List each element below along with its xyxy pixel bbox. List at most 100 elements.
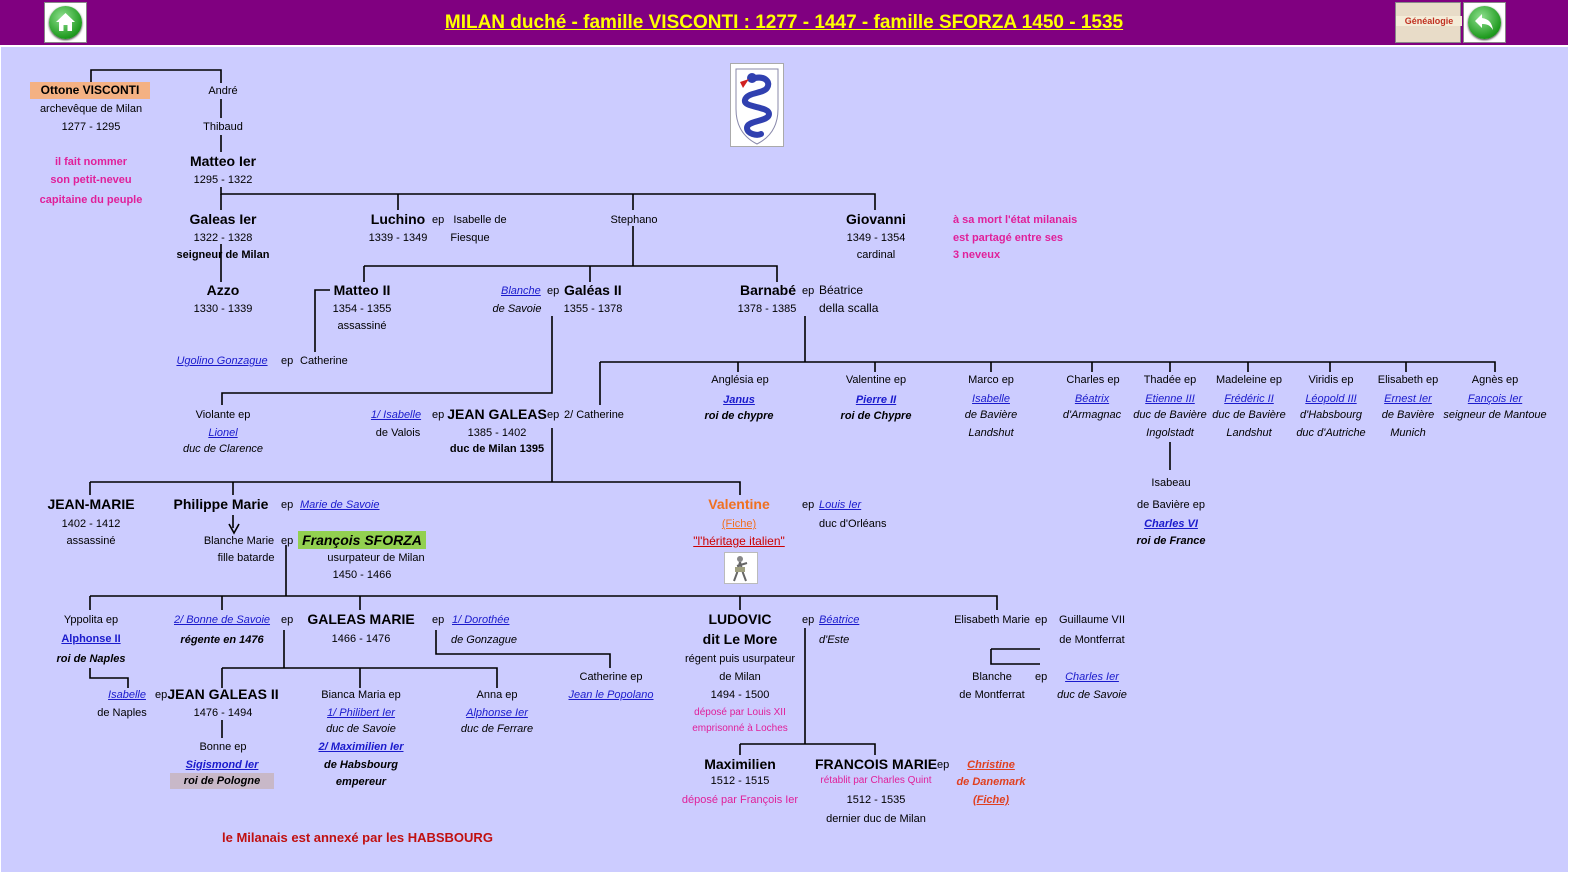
matteo2-title: assassiné	[337, 320, 387, 332]
ugolino-link[interactable]: Ugolino Gonzague	[176, 355, 268, 367]
stephano: Stephano	[610, 214, 658, 226]
yppolita-l3: roi de Naples	[56, 653, 126, 665]
jean-galeas-spouse2: 2/ Catherine	[564, 409, 624, 421]
sigismond-link[interactable]: Sigismond Ier	[185, 759, 259, 771]
valentine-ep: ep	[802, 499, 815, 511]
jean-galeas2-dates: 1476 - 1494	[193, 707, 253, 719]
jean-galeas-dates: 1385 - 1402	[467, 427, 527, 439]
child3-l1: Marco ep	[968, 374, 1014, 386]
jean-marie-dates: 1402 - 1412	[61, 518, 121, 530]
child5-l2[interactable]: Etienne III	[1145, 393, 1195, 405]
galeas2-dates: 1355 - 1378	[563, 303, 623, 315]
knight-figure-image	[724, 552, 758, 584]
lionel-link[interactable]: Lionel	[208, 427, 238, 439]
maximilien-dates: 1512 - 1515	[710, 775, 770, 787]
back-arrow-icon	[1475, 14, 1493, 30]
marie-savoie-link[interactable]: Marie de Savoie	[300, 499, 380, 511]
child1-l2[interactable]: Janus	[723, 394, 755, 406]
back-button[interactable]	[1463, 2, 1506, 43]
valentine-name: Valentine	[708, 496, 770, 512]
catherine-l1: Catherine ep	[579, 671, 643, 683]
child7-l2[interactable]: Léopold III	[1305, 393, 1357, 405]
ludovic-note-2: emprisonné à Loches	[692, 723, 788, 734]
blanche-marie-l2: fille batarde	[217, 552, 275, 564]
child9-l2[interactable]: Fançois Ier	[1467, 393, 1523, 405]
ottone-name: Ottone VISCONTI	[30, 82, 150, 99]
blanche-montferrat-ep: ep	[1035, 671, 1048, 683]
alphonse1-link[interactable]: Alphonse Ier	[466, 707, 528, 719]
violante-l3: duc de Clarence	[182, 443, 264, 455]
christine-fiche-link[interactable]: (Fiche)	[972, 794, 1010, 806]
jean-marie-title: assassiné	[66, 535, 116, 547]
valentine-spouse2: duc d'Orléans	[819, 518, 887, 530]
beatrice-este-link[interactable]: Béatrice	[819, 614, 860, 626]
blanche-savoie-2: de Savoie	[492, 303, 542, 315]
home-icon	[56, 13, 75, 31]
child2-l2[interactable]: Pierre II	[855, 394, 897, 406]
child8-l2[interactable]: Ernest Ier	[1384, 393, 1432, 405]
elisabeth-marie-ep: ep	[1035, 614, 1048, 626]
heritage-italien-link[interactable]: "l'héritage italien"	[693, 534, 785, 548]
note-giovanni-1: à sa mort l'état milanais	[953, 214, 1078, 226]
azzo-dates: 1330 - 1339	[193, 303, 253, 315]
child3-l2[interactable]: Isabelle	[972, 393, 1010, 405]
child9-l1: Agnès ep	[1471, 374, 1519, 386]
isabelle-naples-link[interactable]: Isabelle	[108, 689, 146, 701]
barnabe-dates: 1378 - 1385	[737, 303, 797, 315]
isabelle-valois-link[interactable]: 1/ Isabelle	[370, 409, 422, 421]
christine-link[interactable]: Christine	[967, 759, 1015, 771]
galeas2-name: Galéas II	[564, 282, 622, 298]
ugolino-spouse: Catherine	[300, 355, 348, 367]
genealogy-panel	[1, 47, 1568, 872]
isabelle-naples-2: de Naples	[97, 707, 147, 719]
genealogie-button[interactable]: Généalogie	[1395, 2, 1462, 43]
charles1-link[interactable]: Charles Ier	[1065, 671, 1119, 683]
yppolita-l1: Yppolita ep	[63, 614, 119, 626]
bianca-maria-l1: Bianca Maria ep	[321, 689, 401, 701]
ottone-title: archevêque de Milan	[39, 103, 143, 115]
charles1-2: duc de Savoie	[1057, 689, 1127, 701]
matteo1-dates: 1295 - 1322	[193, 174, 253, 186]
ludovic-l2: dit Le More	[702, 631, 778, 647]
philibert-link[interactable]: 1/ Philibert Ier	[327, 707, 395, 719]
anna-l3: duc de Ferrare	[460, 723, 534, 735]
note-ottone-3: capitaine du peuple	[39, 194, 143, 206]
child7-l1: Viridis ep	[1308, 374, 1354, 386]
home-button[interactable]	[44, 2, 87, 43]
valentine-fiche-link[interactable]: (Fiche)	[721, 518, 757, 530]
dorothee-link[interactable]: 1/ Dorothée	[452, 614, 510, 626]
ludovic-l4: de Milan	[719, 671, 761, 683]
louis1-link[interactable]: Louis Ier	[819, 499, 862, 511]
ludovic-l1: LUDOVIC	[708, 611, 772, 627]
note-giovanni-2: est partagé entre ses	[953, 232, 1064, 244]
galeas-marie-ep: ep	[432, 614, 445, 626]
child4-l2[interactable]: Béatrix	[1074, 393, 1110, 405]
charles6-link[interactable]: Charles VI	[1144, 518, 1198, 530]
galeas-marie-dates: 1466 - 1476	[331, 633, 391, 645]
francois-sforza-name: François SFORZA	[298, 531, 426, 549]
matteo2-dates: 1354 - 1355	[332, 303, 392, 315]
bonne-savoie-ep: ep	[281, 614, 294, 626]
jean-galeas-ep2: ep	[547, 409, 560, 421]
maximilien1-link[interactable]: 2/ Maximilien Ier	[318, 741, 404, 753]
footer-note: le Milanais est annexé par les HABSBOURG	[222, 830, 493, 845]
francois-sforza-dates: 1450 - 1466	[332, 569, 392, 581]
bonne-savoie-link[interactable]: 2/ Bonne de Savoie	[173, 614, 271, 626]
christine-l2: de Danemark	[956, 776, 1026, 788]
thibaud: Thibaud	[203, 121, 243, 133]
guillaume7: Guillaume VII	[1058, 614, 1126, 626]
child8-l1: Elisabeth ep	[1377, 374, 1439, 386]
alphonse2-link[interactable]: Alphonse II	[61, 633, 121, 645]
violante-l1: Violante ep	[195, 409, 251, 421]
galeas1-name: Galeas Ier	[189, 211, 257, 227]
jean-popolano-link[interactable]: Jean le Popolano	[568, 689, 654, 701]
galeas2-ep: ep	[547, 285, 560, 297]
child6-l2[interactable]: Frédéric II	[1224, 393, 1274, 405]
child7-l3: d'Habsbourg	[1299, 409, 1363, 421]
isabeau-l4: roi de France	[1136, 535, 1206, 547]
elisabeth-marie-l1: Elisabeth Marie	[954, 614, 1030, 626]
blanche-savoie-link[interactable]: Blanche	[501, 285, 541, 297]
francois-sforza-title: usurpateur de Milan	[327, 552, 425, 564]
maximilien-note: déposé par François Ier	[681, 794, 799, 806]
